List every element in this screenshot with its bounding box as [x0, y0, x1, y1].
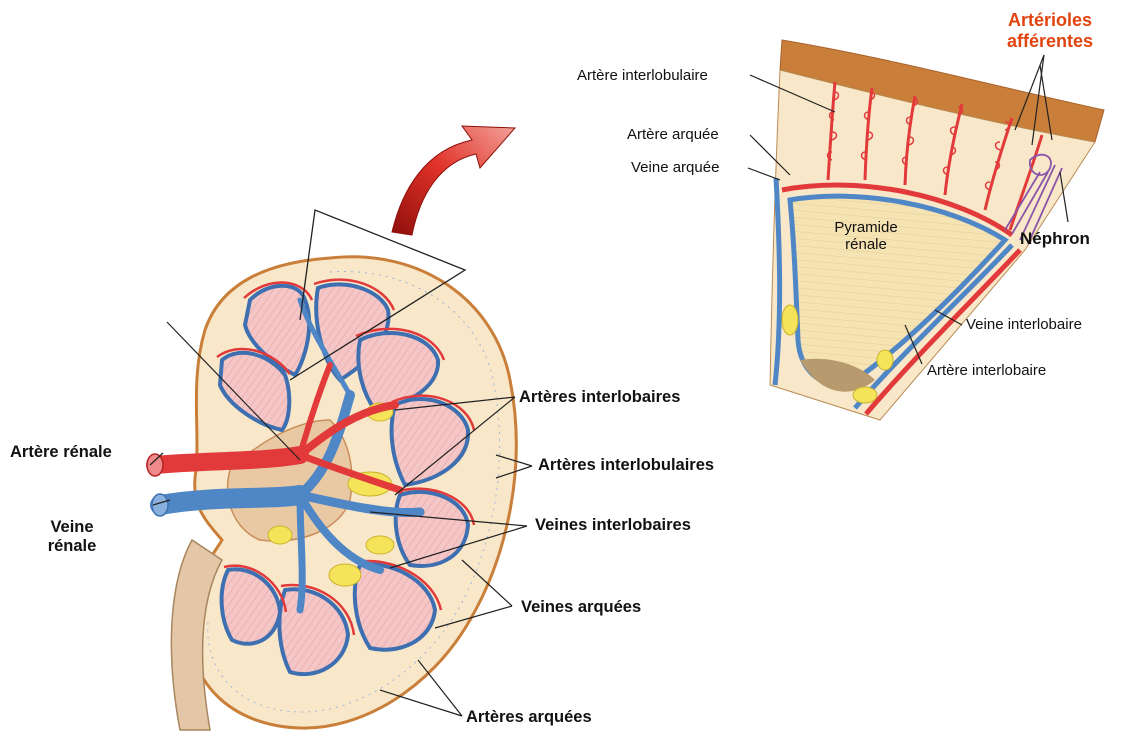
label-arterioles-line2: afférentes	[990, 31, 1110, 52]
label-veine-renale-line1: Veine	[42, 518, 102, 537]
label-artere-arquee: Artère arquée	[627, 126, 719, 143]
label-pyramide-renale: Pyramide rénale	[826, 219, 906, 254]
label-pyramide-line2: rénale	[826, 236, 906, 253]
kidney-section	[147, 210, 516, 730]
label-veines-arquees: Veines arquées	[521, 598, 641, 617]
label-veines-interlobaires: Veines interlobaires	[535, 516, 691, 535]
label-arterioles-line1: Artérioles	[990, 10, 1110, 31]
zoom-arrow	[392, 126, 515, 235]
label-pyramide-line1: Pyramide	[826, 219, 906, 236]
label-arteres-arquees: Artères arquées	[466, 708, 592, 727]
label-arteres-interlobulaires: Artères interlobulaires	[538, 456, 714, 475]
renal-artery-end	[147, 454, 163, 476]
label-nephron: Néphron	[1020, 229, 1090, 249]
label-veine-interlobaire: Veine interlobaire	[966, 316, 1082, 333]
label-arterioles-afferentes: Artérioles afférentes	[990, 10, 1110, 51]
label-veine-renale: Veine rénale	[42, 518, 102, 556]
label-artere-interlobaire: Artère interlobaire	[927, 362, 1046, 379]
label-artere-interlobulaire: Artère interlobulaire	[577, 67, 708, 84]
label-veine-renale-line2: rénale	[42, 537, 102, 556]
label-veine-arquee: Veine arquée	[631, 159, 719, 176]
label-artere-renale: Artère rénale	[10, 443, 112, 462]
label-arteres-interlobaires: Artères interlobaires	[519, 388, 680, 407]
